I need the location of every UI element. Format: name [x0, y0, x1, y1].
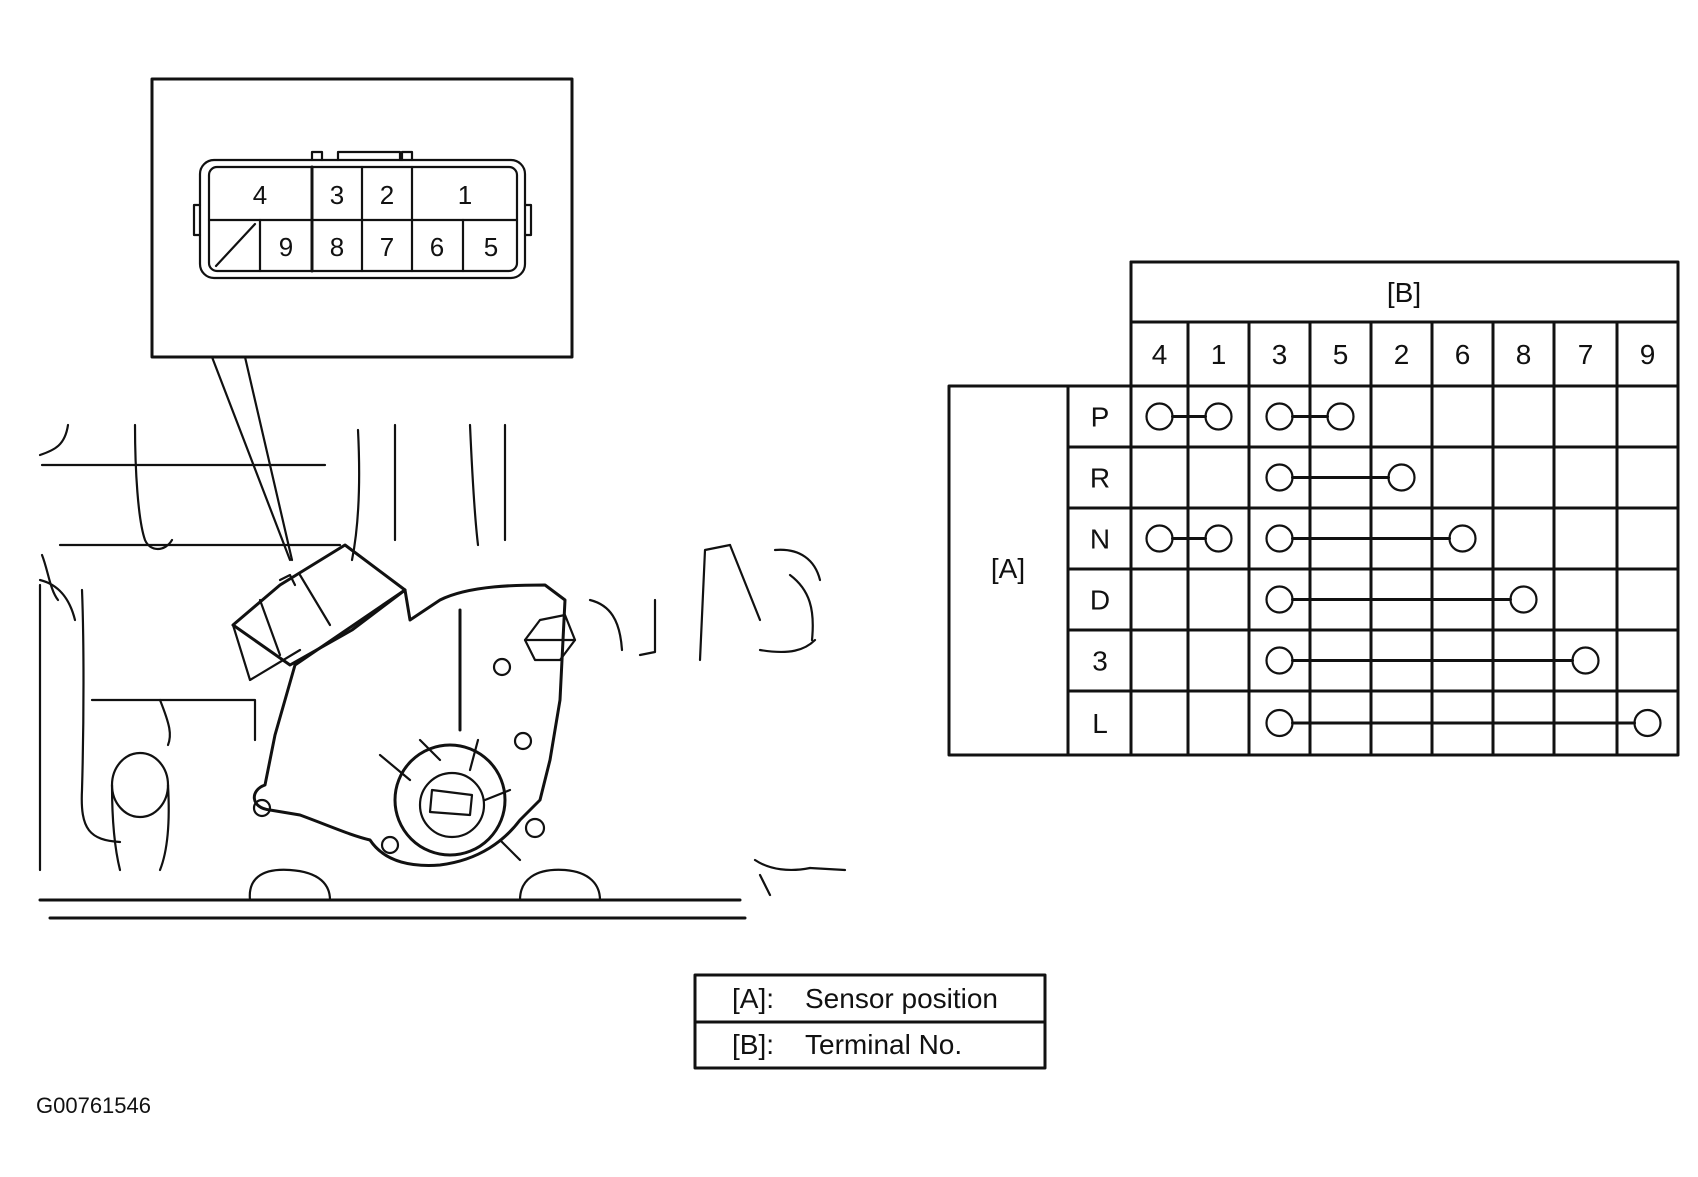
transmission-illustration [38, 423, 847, 920]
connector-face [192, 150, 533, 280]
pin-label: 8 [330, 232, 344, 262]
terminal-header: 1 [1211, 339, 1227, 370]
terminal-header: 9 [1640, 339, 1656, 370]
terminal-header: 2 [1394, 339, 1410, 370]
position-label: P [1091, 402, 1110, 433]
terminal-dot [1571, 646, 1600, 675]
pin-label: 9 [279, 232, 293, 262]
legend-box [693, 973, 1047, 1070]
terminal-dot [1145, 402, 1174, 431]
terminal-header: 7 [1578, 339, 1594, 370]
terminal-header: 6 [1455, 339, 1471, 370]
pin-label: 6 [430, 232, 444, 262]
legend-text-a: Sensor position [805, 983, 998, 1014]
position-label: 3 [1092, 646, 1108, 677]
terminal-dot [1265, 646, 1294, 675]
terminal-dot [1265, 402, 1294, 431]
connector-pin-labels: 4 3 2 1 9 8 7 6 5 [253, 180, 498, 262]
terminal-dot [1204, 524, 1233, 553]
pin-label: 4 [253, 180, 267, 210]
terminal-dot [1265, 708, 1294, 738]
terminal-dot [1633, 708, 1662, 738]
terminal-dot [1448, 524, 1477, 553]
terminal-dot [1509, 585, 1538, 614]
pin-label: 2 [380, 180, 394, 210]
terminal-dot [1145, 524, 1174, 553]
legend-text-b: Terminal No. [805, 1029, 962, 1060]
terminal-table-grid [947, 260, 1680, 757]
position-label: D [1090, 585, 1110, 616]
row-group-label: [A] [991, 553, 1025, 584]
continuity-links [1145, 402, 1662, 738]
terminal-dot [1326, 402, 1355, 431]
terminal-header: 5 [1333, 339, 1349, 370]
column-group-label: [B] [1387, 277, 1421, 308]
terminal-dot [1387, 463, 1416, 492]
pin-label: 7 [380, 232, 394, 262]
connector-callout [150, 77, 574, 562]
terminal-dot [1265, 463, 1294, 492]
terminal-header: 3 [1272, 339, 1288, 370]
pin-label: 1 [458, 180, 472, 210]
terminal-header: 4 [1152, 339, 1168, 370]
legend-key-a: [A]: [732, 983, 774, 1014]
figure-id: G00761546 [36, 1093, 151, 1118]
pin-label: 5 [484, 232, 498, 262]
terminal-header: 8 [1516, 339, 1532, 370]
terminal-headers: 4 1 3 5 2 6 8 7 9 [1152, 339, 1656, 370]
position-label: N [1090, 524, 1110, 555]
terminal-dot [1265, 524, 1294, 553]
position-label: R [1090, 463, 1110, 494]
legend-key-b: [B]: [732, 1029, 774, 1060]
position-label: L [1092, 708, 1108, 739]
terminal-dot [1265, 585, 1294, 614]
terminal-dot [1204, 402, 1233, 431]
pin-label: 3 [330, 180, 344, 210]
